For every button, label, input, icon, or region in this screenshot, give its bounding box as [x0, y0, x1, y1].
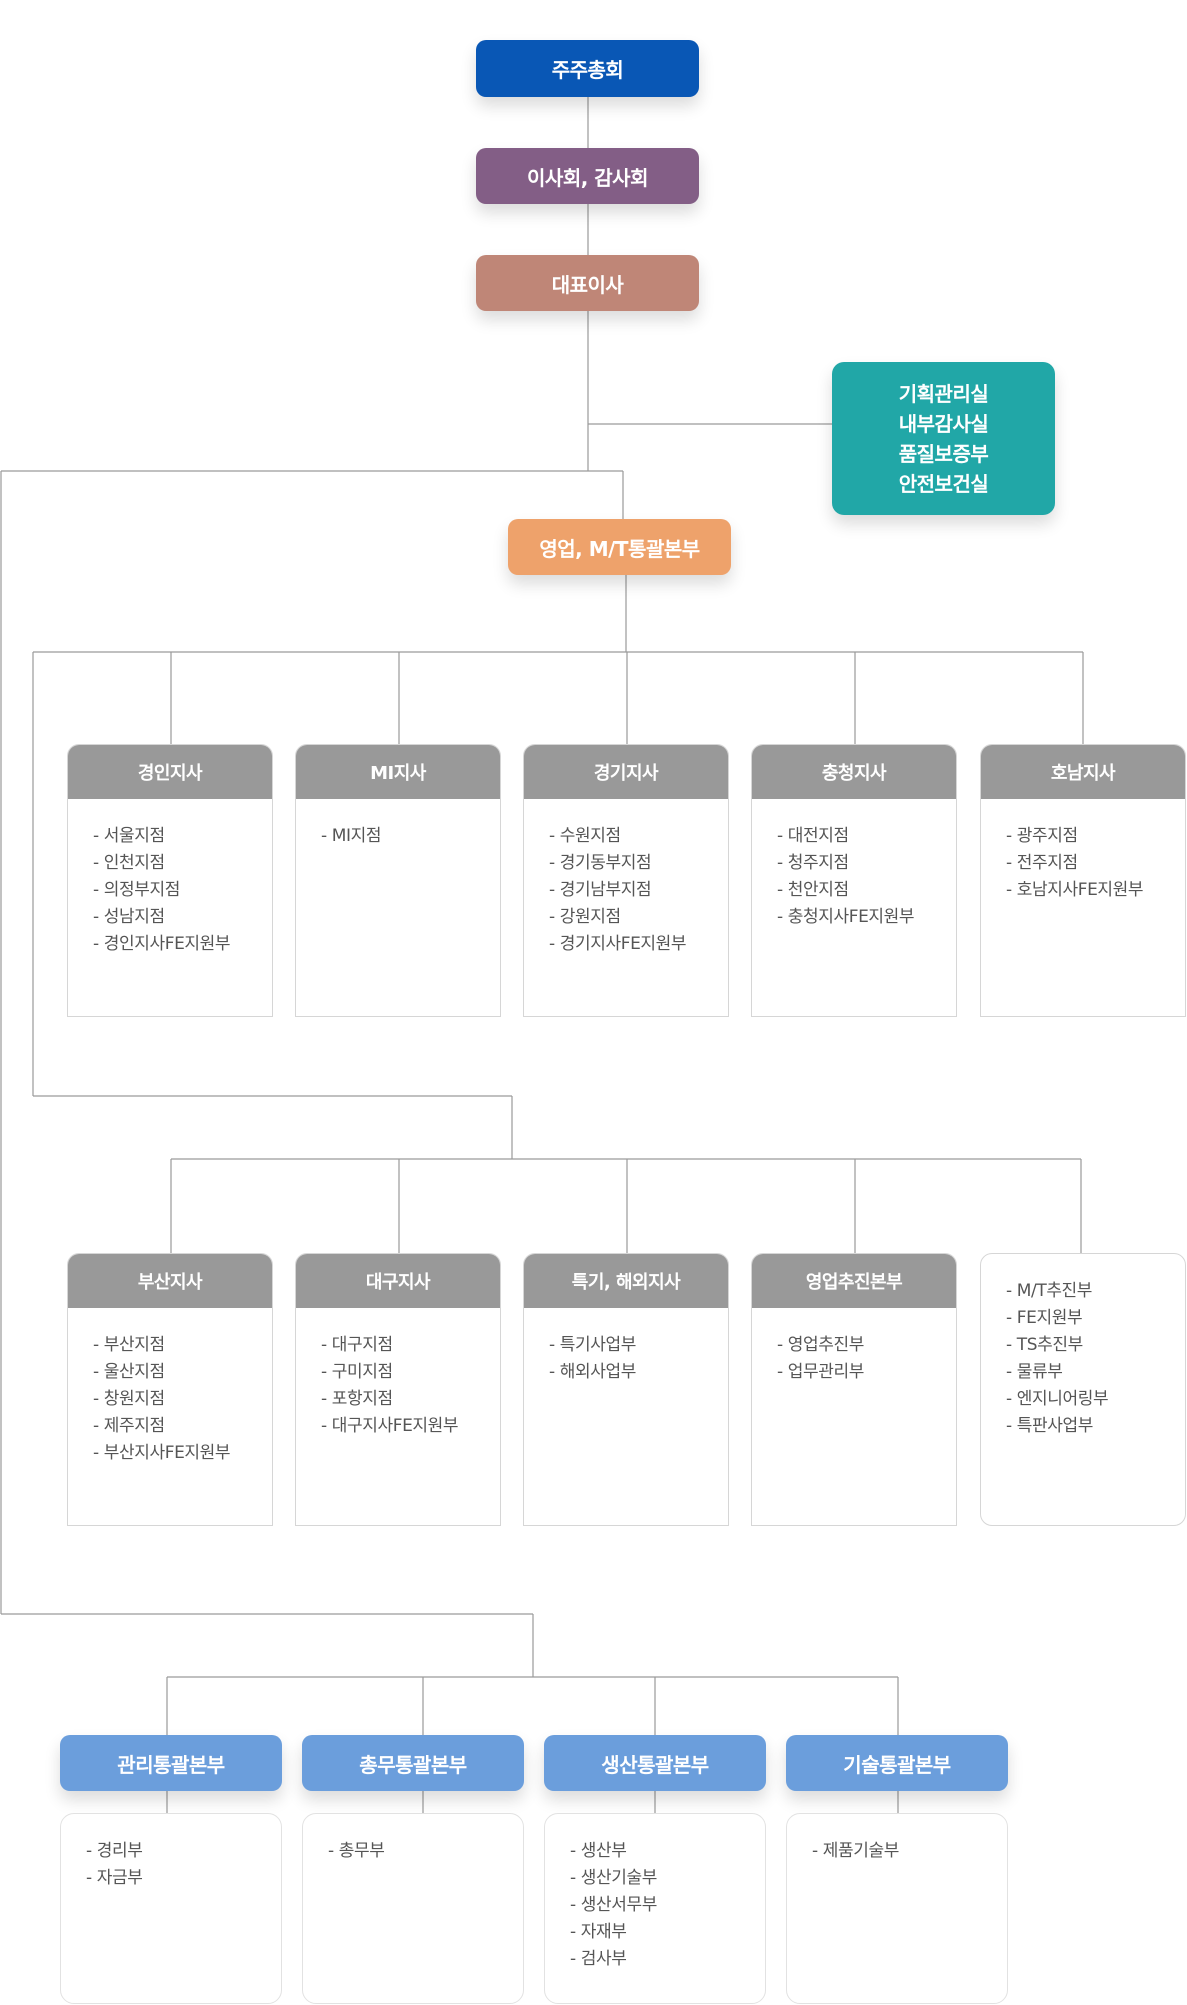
- shareholders-label: 주주총회: [551, 58, 624, 82]
- department-item: - 검사부: [570, 1949, 627, 1969]
- branch-item: - 특기사업부: [549, 1335, 636, 1355]
- hq-label: 기술통괄본부: [843, 1752, 951, 1777]
- hq-departments-card: - 생산부 - 생산기술부 - 생산서무부 - 자재부 - 검사부: [544, 1813, 766, 2004]
- branch-item: - 충청지사FE지원부: [777, 907, 915, 927]
- branch-item: - 대전지점: [777, 826, 849, 846]
- branch-item: - 청주지점: [777, 853, 849, 873]
- department-item: - 자금부: [86, 1868, 143, 1888]
- branch-card-title: MI지사: [296, 745, 500, 799]
- hq-management-box: 관리통괄본부: [60, 1735, 282, 1791]
- branch-card: 대구지사 - 대구지점 - 구미지점 - 포항지점 - 대구지사FE지원부: [295, 1253, 501, 1526]
- board-label: 이사회, 감사회: [527, 165, 648, 190]
- hq-general-affairs-box: 총무통괄본부: [302, 1735, 524, 1791]
- support-units-box: 기획관리실 내부감사실 품질보증부 안전보건실: [832, 362, 1055, 515]
- support-unit-quality: 품질보증부: [898, 441, 989, 466]
- hq-production-box: 생산통괄본부: [544, 1735, 766, 1791]
- mt-unit-item: - 물류부: [1006, 1362, 1063, 1382]
- department-item: - 생산부: [570, 1841, 627, 1861]
- department-item: - 생산서무부: [570, 1895, 657, 1915]
- board-box: 이사회, 감사회: [476, 148, 699, 204]
- branch-card: 충청지사 - 대전지점 - 청주지점 - 천안지점 - 충청지사FE지원부: [751, 744, 957, 1017]
- ceo-box: 대표이사: [476, 255, 699, 311]
- branch-card: 부산지사 - 부산지점 - 울산지점 - 창원지점 - 제주지점 - 부산지사F…: [67, 1253, 273, 1526]
- branch-item: - 해외사업부: [549, 1362, 636, 1382]
- department-item: - 자재부: [570, 1922, 627, 1942]
- branch-card: MI지사 - MI지점: [295, 744, 501, 1017]
- branch-item: - 대구지점: [321, 1335, 393, 1355]
- branch-card: 특기, 해외지사 - 특기사업부 - 해외사업부: [523, 1253, 729, 1526]
- branch-item: - 전주지점: [1006, 853, 1078, 873]
- branch-item: - 경기남부지점: [549, 880, 652, 900]
- branch-card: 영업추진본부 - 영업추진부 - 업무관리부: [751, 1253, 957, 1526]
- mt-unit-item: - TS추진부: [1006, 1335, 1083, 1355]
- hq-departments-card: - 경리부 - 자금부: [60, 1813, 282, 2004]
- branch-card-title: 경인지사: [68, 745, 272, 799]
- branch-item: - 서울지점: [93, 826, 165, 846]
- support-unit-safety: 안전보건실: [898, 471, 989, 496]
- branch-item: - 천안지점: [777, 880, 849, 900]
- branch-item: - 영업추진부: [777, 1335, 864, 1355]
- branch-item: - MI지점: [321, 826, 382, 846]
- sales-hq-box: 영업, M/T통괄본부: [508, 519, 731, 575]
- branch-card: 호남지사 - 광주지점 - 전주지점 - 호남지사FE지원부: [980, 744, 1186, 1017]
- branch-item: - 강원지점: [549, 907, 621, 927]
- branch-item: - 울산지점: [93, 1362, 165, 1382]
- mt-unit-item: - M/T추진부: [1006, 1281, 1093, 1301]
- department-item: - 총무부: [328, 1841, 385, 1861]
- ceo-label: 대표이사: [551, 272, 624, 297]
- branch-card: 경인지사 - 서울지점 - 인천지점 - 의정부지점 - 성남지점 - 경인지사…: [67, 744, 273, 1017]
- department-item: - 생산기술부: [570, 1868, 657, 1888]
- branch-item: - 경기지사FE지원부: [549, 934, 687, 954]
- mt-unit-item: - 특판사업부: [1006, 1416, 1093, 1436]
- support-unit-planning: 기획관리실: [898, 381, 989, 406]
- branch-item: - 호남지사FE지원부: [1006, 880, 1144, 900]
- branch-card-title: 영업추진본부: [752, 1254, 956, 1308]
- department-item: - 경리부: [86, 1841, 143, 1861]
- branch-card-title: 부산지사: [68, 1254, 272, 1308]
- branch-item: - 구미지점: [321, 1362, 393, 1382]
- branch-card-title: 경기지사: [524, 745, 728, 799]
- department-item: - 제품기술부: [812, 1841, 899, 1861]
- branch-item: - 인천지점: [93, 853, 165, 873]
- branch-item: - 대구지사FE지원부: [321, 1416, 459, 1436]
- branch-item: - 광주지점: [1006, 826, 1078, 846]
- hq-departments-card: - 총무부: [302, 1813, 524, 2004]
- branch-card: 경기지사 - 수원지점 - 경기동부지점 - 경기남부지점 - 강원지점 - 경…: [523, 744, 729, 1017]
- hq-label: 생산통괄본부: [601, 1752, 709, 1777]
- branch-card-title: 특기, 해외지사: [524, 1254, 728, 1308]
- branch-item: - 경인지사FE지원부: [93, 934, 231, 954]
- sales-hq-label: 영업, M/T통괄본부: [539, 536, 700, 561]
- branch-item: - 제주지점: [93, 1416, 165, 1436]
- branch-item: - 성남지점: [93, 907, 165, 927]
- branch-item: - 부산지사FE지원부: [93, 1443, 231, 1463]
- branch-card-title: 호남지사: [981, 745, 1185, 799]
- shareholders-box: 주주총회: [476, 40, 699, 97]
- support-unit-audit: 내부감사실: [898, 411, 989, 436]
- branch-item: - 포항지점: [321, 1389, 393, 1409]
- hq-label: 관리통괄본부: [117, 1752, 225, 1777]
- branch-item: - 부산지점: [93, 1335, 165, 1355]
- hq-label: 총무통괄본부: [359, 1752, 467, 1777]
- branch-card-title: 충청지사: [752, 745, 956, 799]
- mt-unit-item: - FE지원부: [1006, 1308, 1083, 1328]
- mt-unit-item: - 엔지니어링부: [1006, 1389, 1109, 1409]
- hq-technology-box: 기술통괄본부: [786, 1735, 1008, 1791]
- branch-item: - 의정부지점: [93, 880, 180, 900]
- branch-item: - 업무관리부: [777, 1362, 864, 1382]
- branch-card-title: 대구지사: [296, 1254, 500, 1308]
- hq-departments-card: - 제품기술부: [786, 1813, 1008, 2004]
- mt-units-card: - M/T추진부 - FE지원부 - TS추진부 - 물류부 - 엔지니어링부 …: [980, 1253, 1186, 1526]
- branch-item: - 창원지점: [93, 1389, 165, 1409]
- branch-item: - 수원지점: [549, 826, 621, 846]
- branch-item: - 경기동부지점: [549, 853, 652, 873]
